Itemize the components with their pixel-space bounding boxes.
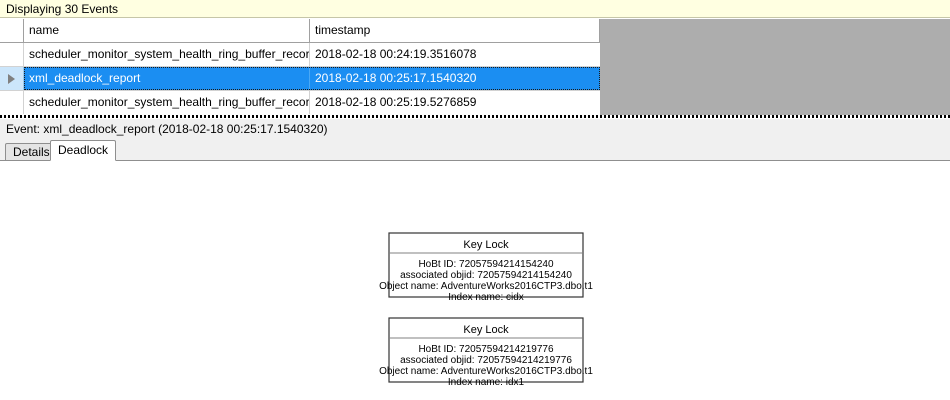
deadlock-graph-canvas[interactable]: Request Mode: S Owner Mode: X Owner Mode… — [0, 161, 950, 400]
event-count-label: Displaying 30 Events — [6, 2, 119, 16]
resource-bottom-line-1: associated objid: 72057594214219776 — [400, 355, 572, 366]
resource-bottom-line-2: Object name: AdventureWorks2016CTP3.dbo.… — [379, 366, 593, 377]
resource-top-line-3: Index name: cidx — [448, 292, 524, 303]
resource-bottom-line-0: HoBt ID: 72057594214219776 — [418, 344, 554, 355]
tab-strip: Details Deadlock — [0, 139, 950, 161]
cell-name: xml_deadlock_report — [24, 67, 310, 90]
tab-strip-baseline — [0, 160, 950, 161]
resource-top-line-2: Object name: AdventureWorks2016CTP3.dbo.… — [379, 281, 593, 292]
tab-details[interactable]: Details — [5, 143, 58, 160]
current-row-arrow-icon — [8, 74, 15, 84]
resource-top-line-0: HoBt ID: 72057594214154240 — [418, 259, 554, 270]
grid-header-selector — [0, 19, 24, 42]
cell-name: scheduler_monitor_system_health_ring_buf… — [24, 91, 310, 114]
event-header-label: Event: xml_deadlock_report (2018-02-18 0… — [6, 122, 328, 136]
events-grid[interactable]: name timestamp scheduler_monitor_system_… — [0, 19, 950, 117]
resource-node-bottom[interactable]: Key Lock HoBt ID: 72057594214219776 asso… — [379, 317, 593, 388]
tab-deadlock[interactable]: Deadlock — [50, 140, 117, 161]
grid-header-name[interactable]: name — [24, 19, 310, 42]
table-row-selected[interactable]: xml_deadlock_report 2018-02-18 00:25:17.… — [0, 67, 600, 91]
row-selector[interactable] — [0, 43, 24, 66]
row-selector[interactable] — [0, 91, 24, 114]
table-row[interactable]: scheduler_monitor_system_health_ring_buf… — [0, 43, 600, 67]
cell-name: scheduler_monitor_system_health_ring_buf… — [24, 43, 310, 66]
row-selector[interactable] — [0, 67, 24, 90]
grid-header-timestamp[interactable]: timestamp — [310, 19, 600, 42]
grid-header-row: name timestamp — [0, 19, 600, 43]
cell-timestamp: 2018-02-18 00:24:19.3516078 — [315, 47, 477, 61]
resource-top-title: Key Lock — [463, 239, 509, 251]
event-header: Event: xml_deadlock_report (2018-02-18 0… — [0, 119, 950, 139]
cell-timestamp: 2018-02-18 00:25:17.1540320 — [315, 71, 477, 85]
resource-bottom-title: Key Lock — [463, 324, 509, 336]
deadlock-graph-svg: Request Mode: S Owner Mode: X Owner Mode… — [379, 232, 593, 388]
cell-timestamp: 2018-02-18 00:25:19.5276859 — [315, 95, 477, 109]
status-banner: Displaying 30 Events — [0, 0, 950, 18]
events-grid-columns: name timestamp scheduler_monitor_system_… — [0, 19, 600, 117]
resource-node-top[interactable]: Key Lock HoBt ID: 72057594214154240 asso… — [379, 232, 593, 303]
resource-bottom-line-3: Index name: idx1 — [448, 377, 525, 388]
table-row[interactable]: scheduler_monitor_system_health_ring_buf… — [0, 91, 600, 115]
splitter-handle[interactable] — [0, 115, 950, 118]
resource-top-line-1: associated objid: 72057594214154240 — [400, 270, 572, 281]
